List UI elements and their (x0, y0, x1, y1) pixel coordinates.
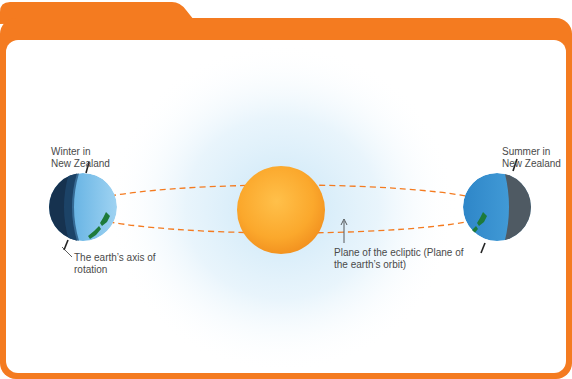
leader-line (62, 247, 72, 257)
folder-frame (0, 18, 572, 379)
season-label: Summer in New Zealand (502, 146, 564, 169)
leader-arrow (341, 219, 347, 225)
folder-panel (6, 40, 566, 373)
sun (237, 166, 325, 254)
new-zealand (88, 212, 110, 239)
leader-line (344, 221, 345, 243)
season-label: Winter in New Zealand (51, 146, 113, 169)
earth-summer (463, 170, 532, 244)
new-zealand (465, 212, 487, 239)
axis-label: The earth’s axis of rotation (74, 252, 156, 275)
axis-bottom (64, 240, 68, 250)
ecliptic-label: Plane of the ecliptic (Plane of the eart… (334, 247, 466, 270)
earth-winter (49, 170, 117, 244)
sun-glow (107, 43, 457, 373)
axis-bottom (481, 243, 485, 253)
